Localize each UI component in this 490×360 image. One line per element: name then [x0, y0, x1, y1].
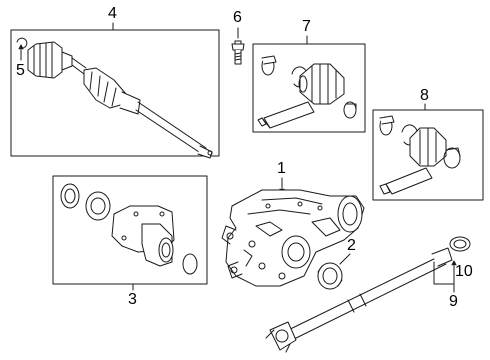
drive-shaft-drawing — [265, 247, 453, 353]
leader-10-arrow — [451, 260, 457, 266]
seal-drawing — [317, 262, 343, 290]
callout-1: 1 — [277, 160, 286, 177]
callout-6: 6 — [233, 9, 242, 26]
callout-2: 2 — [347, 237, 356, 254]
callout-7: 7 — [302, 18, 311, 35]
callout-8: 8 — [420, 87, 429, 104]
leader-9 — [433, 261, 455, 293]
callout-10: 10 — [455, 263, 473, 280]
boot-kit-drawing — [257, 55, 357, 129]
callout-4: 4 — [108, 5, 117, 22]
bolt-drawing — [231, 40, 245, 65]
axle-shaft-drawing — [16, 37, 213, 159]
box-axle-shaft — [10, 29, 220, 157]
box-boot-kit-2 — [372, 109, 484, 201]
box-boot-kit — [252, 43, 366, 133]
boot-kit-2-drawing — [379, 115, 461, 195]
box-flange-kit — [52, 175, 208, 285]
callout-3: 3 — [128, 291, 137, 308]
differential-drawing — [221, 189, 365, 287]
callout-5: 5 — [16, 62, 25, 79]
callout-9: 9 — [449, 293, 458, 310]
leader-5-arrow — [18, 44, 24, 50]
leader-2 — [339, 253, 351, 265]
flange-kit-drawing — [60, 183, 198, 275]
plug-drawing — [449, 236, 471, 252]
